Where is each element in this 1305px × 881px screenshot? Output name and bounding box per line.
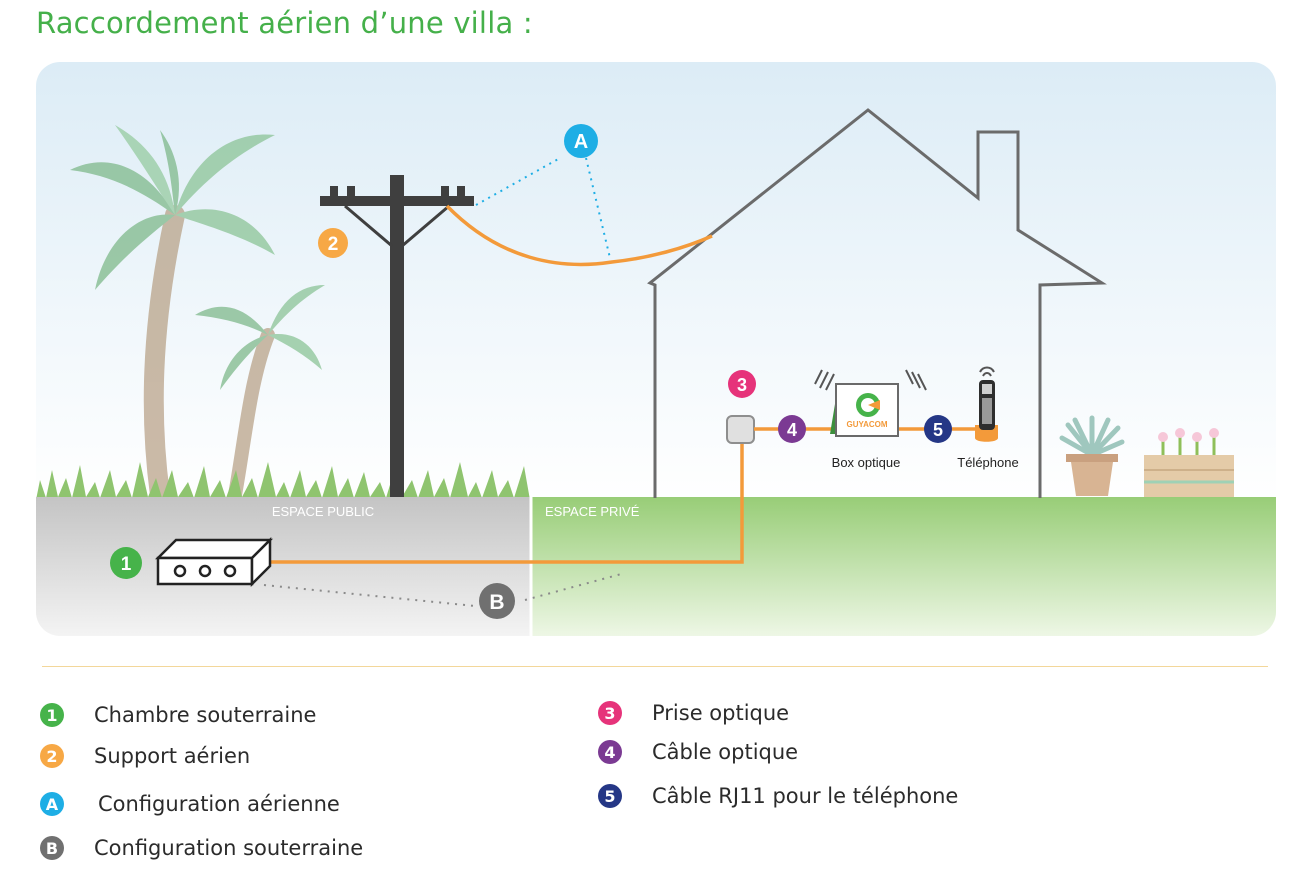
svg-text:2: 2 xyxy=(328,234,339,255)
legend-item-A: A Configuration aérienne xyxy=(40,789,340,819)
legend-item-2: 2 Support aérien xyxy=(40,741,250,771)
box-label: Box optique xyxy=(832,455,901,470)
marker-4: 4 xyxy=(778,415,806,443)
public-space-label: ESPACE PUBLIC xyxy=(272,504,374,519)
legend-item-B: B Configuration souterraine xyxy=(40,833,363,863)
legend-badge-1: 1 xyxy=(40,703,64,727)
legend-item-1: 1 Chambre souterraine xyxy=(40,700,316,730)
palm-tree-large xyxy=(70,125,275,505)
legend-label-4: Câble optique xyxy=(652,740,799,764)
marker-A: A xyxy=(564,124,598,158)
marker-B: B xyxy=(479,583,515,619)
svg-text:1: 1 xyxy=(121,554,132,575)
phone-label: Téléphone xyxy=(957,455,1018,470)
private-space-label: ESPACE PRIVÉ xyxy=(545,504,640,519)
legend-item-4: 4 Câble optique xyxy=(598,737,798,767)
aerial-cable xyxy=(445,204,713,267)
legend-badge-3: 3 xyxy=(598,701,622,725)
svg-text:5: 5 xyxy=(933,420,943,440)
box-logo-text: GUYACOM xyxy=(846,420,887,429)
svg-text:B: B xyxy=(489,591,504,614)
phone-icon xyxy=(975,366,998,442)
legend-label-B: Configuration souterraine xyxy=(94,836,364,860)
grass xyxy=(36,462,530,500)
underground-cable xyxy=(264,440,744,564)
marker-3: 3 xyxy=(728,370,756,398)
private-ground xyxy=(531,497,1276,636)
legend-badge-5: 5 xyxy=(598,784,622,808)
house-outline xyxy=(647,108,1107,498)
legend-badge-B: B xyxy=(40,836,64,860)
flower-box xyxy=(1144,428,1234,497)
legend-item-5: 5 Câble RJ11 pour le téléphone xyxy=(598,781,958,811)
wifi-left-icon xyxy=(814,369,835,391)
marker-2: 2 xyxy=(318,228,348,258)
marker-5: 5 xyxy=(924,415,952,443)
palm-tree-small xyxy=(195,285,325,502)
underground-config-lines xyxy=(263,572,626,607)
page-title: Raccordement aérien d’une villa : xyxy=(36,6,533,40)
svg-text:A: A xyxy=(574,131,588,153)
legend-divider xyxy=(42,666,1268,667)
legend-label-1: Chambre souterraine xyxy=(94,703,317,727)
legend-item-3: 3 Prise optique xyxy=(598,698,789,728)
marker-1: 1 xyxy=(110,547,142,579)
legend-label-3: Prise optique xyxy=(652,701,790,725)
legend-badge-4: 4 xyxy=(598,740,622,764)
wifi-right-icon xyxy=(905,369,927,391)
svg-text:3: 3 xyxy=(737,375,747,395)
legend-label-2: Support aérien xyxy=(94,744,251,768)
legend-label-5: Câble RJ11 pour le téléphone xyxy=(652,784,959,808)
optical-box: GUYACOM xyxy=(830,383,899,437)
legend-badge-2: 2 xyxy=(40,744,64,768)
connection-diagram: ESPACE PUBLIC ESPACE PRIVÉ xyxy=(36,62,1276,636)
optical-socket xyxy=(726,415,755,444)
legend-badge-A: A xyxy=(40,792,64,816)
legend-label-A: Configuration aérienne xyxy=(98,792,340,816)
svg-text:4: 4 xyxy=(787,420,797,440)
utility-pole xyxy=(320,175,474,497)
underground-chamber xyxy=(154,536,274,588)
aerial-config-lines xyxy=(475,157,611,259)
potted-plant xyxy=(1059,415,1125,496)
